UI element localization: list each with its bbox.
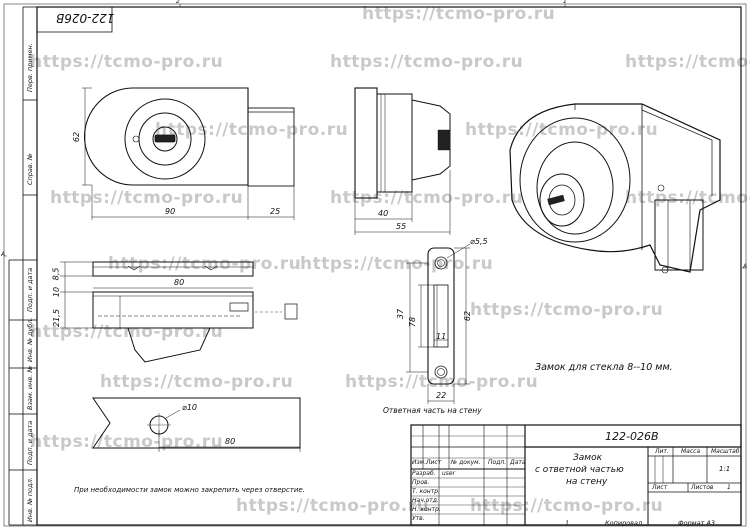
tb-developer: user <box>442 470 456 477</box>
watermark: https://tcmo-pro.ru <box>465 120 659 140</box>
dim-78: 78 <box>408 316 418 328</box>
dim-25: 25 <box>270 207 281 216</box>
tb-row-nkontr: Н. контр. <box>412 506 441 513</box>
watermark: https://tcmo-pro.ru <box>345 372 539 392</box>
dim-80-glass: 80 <box>225 437 236 446</box>
watermark: https://tcmo-pro.ru <box>470 496 664 516</box>
caption-strike: Ответная часть на стену <box>383 406 482 415</box>
dim-10: 10 <box>52 286 62 298</box>
tb-scale-value: 1:1 <box>719 465 731 473</box>
watermark: https://tcmo-pro.ru <box>155 120 349 140</box>
tb-row-razrab: Разраб. <box>412 470 436 477</box>
side-label: Взам. инв. № <box>26 365 34 410</box>
watermark: https://tcmo-pro.ru <box>236 496 430 516</box>
tb-row-prov: Пров. <box>412 479 430 486</box>
title-line: с ответной частью <box>535 465 624 475</box>
watermark: https://tcmo-pro.ru <box>300 254 494 274</box>
watermark: https://tcmo-pro.ru <box>625 52 750 72</box>
tb-header-sign: Подп. <box>488 459 507 466</box>
dim-8-5: 8,5 <box>51 267 61 281</box>
tb-row-nachotd: Нач.отд. <box>412 497 439 504</box>
dim-diameter-5-5: ⌀5,5 <box>470 237 488 246</box>
zone-top-2: 2 <box>176 0 180 5</box>
watermark: https://tcmo-pro.ru <box>362 4 556 24</box>
tb-header-doc: № докум. <box>451 459 481 466</box>
watermark: https://tcmo-pro.ru <box>30 322 224 342</box>
tb-mass: Масса <box>681 448 701 455</box>
watermark: https://tcmo-pro.ru <box>100 372 294 392</box>
dim-11: 11 <box>436 332 447 341</box>
tb-sheet: Лист <box>652 484 668 491</box>
watermark: https://tcmo-pro.ru <box>50 188 244 208</box>
watermark: https://tcmo-pro.ru <box>330 188 524 208</box>
side-label: Подп. и дата <box>26 267 34 312</box>
zone-top-1: 1 <box>563 0 567 5</box>
dim-80-plan: 80 <box>174 278 185 287</box>
dim-22: 22 <box>436 391 447 400</box>
footer-copy: Копировал <box>605 519 643 527</box>
dim-55: 55 <box>396 222 407 231</box>
tb-sheets-value: 1 <box>727 484 731 491</box>
title-code: 122-026B <box>605 430 659 443</box>
dim-62: 62 <box>72 131 82 143</box>
zone-right-a: A <box>743 263 748 270</box>
tb-sheets: Листов <box>691 484 714 491</box>
zone-left-a: A <box>1 251 6 258</box>
drawing-code-rotated: 122-026B <box>56 11 115 25</box>
side-label: Подп. и дата <box>26 420 34 465</box>
tb-header-izm: Изм. <box>412 459 427 466</box>
tb-header-list: Лист <box>426 459 442 466</box>
tb-row-utv: Утв. <box>412 515 425 522</box>
tb-row-tkontr: Т. контр. <box>412 488 440 495</box>
footer-format: Формат А3 <box>678 519 716 527</box>
watermark: https://tcmo-pro.ru <box>470 300 664 320</box>
title-line: на стену <box>566 477 608 487</box>
dim-37: 37 <box>396 308 406 320</box>
watermark: https://tcmo-pro.ru <box>625 188 750 208</box>
fixing-note: При необходимости замок можно закрепить … <box>74 486 305 494</box>
dim-40: 40 <box>378 209 389 218</box>
title-line: Замок <box>573 453 603 463</box>
dim-21-5: 21,5 <box>51 309 61 327</box>
dim-diameter-10: ⌀10 <box>182 403 197 412</box>
dim-62-strike: 62 <box>463 310 473 322</box>
side-label: Справ. № <box>26 153 34 185</box>
caption-main: Замок для стекла 8--10 мм. <box>535 362 673 373</box>
side-label: Инв. № подл. <box>26 477 34 522</box>
tb-scale: Масштаб <box>711 448 740 455</box>
tb-header-date: Дата <box>510 459 526 466</box>
footer-sheet-num: 1 <box>565 519 570 527</box>
watermark: https://tcmo-pro.ru <box>30 52 224 72</box>
dim-90: 90 <box>165 207 176 216</box>
watermark: https://tcmo-pro.ru <box>330 52 524 72</box>
side-label: Инв. № дубл. <box>26 317 34 362</box>
side-label: Перв. примен. <box>26 43 34 92</box>
tb-lit: Лит. <box>655 448 669 455</box>
